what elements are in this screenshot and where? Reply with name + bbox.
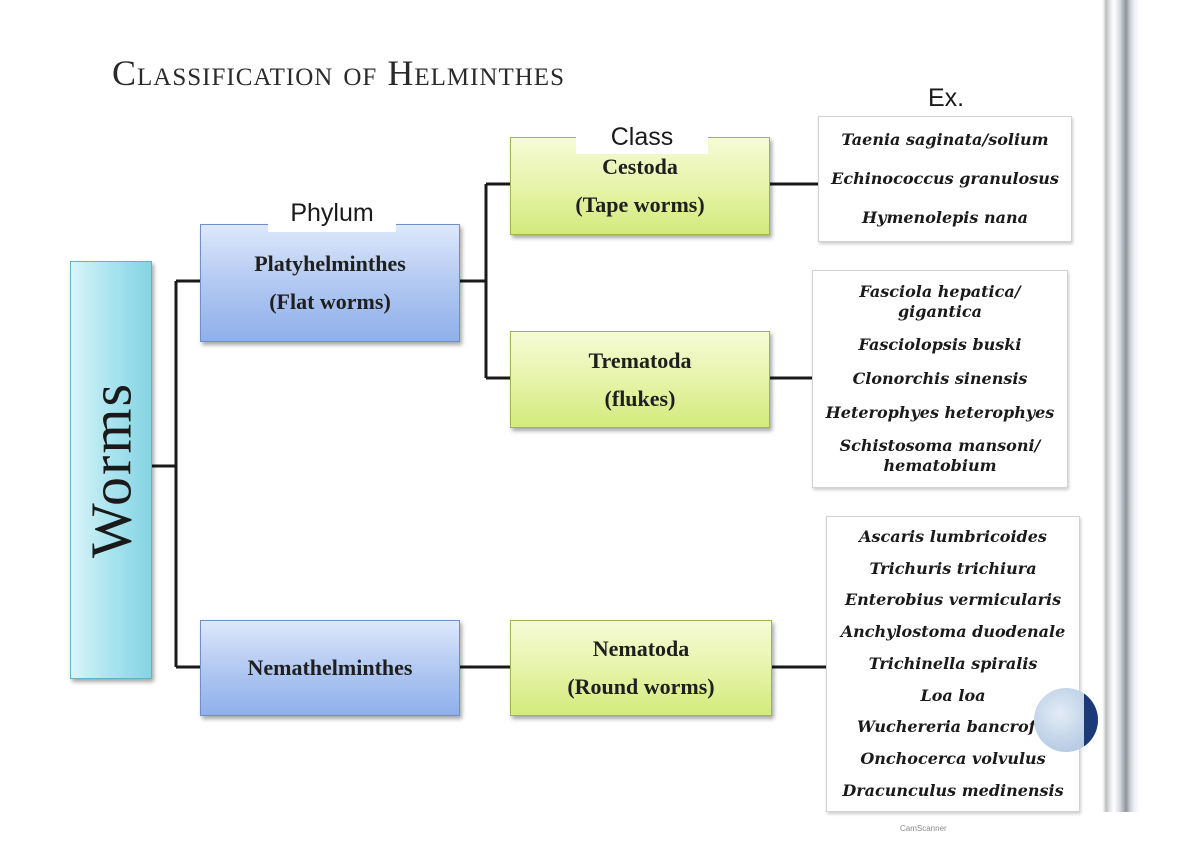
example-item: Trichuris trichiura [869, 558, 1037, 578]
example-item: Ascaris lumbricoides [859, 526, 1047, 546]
nematoda-examples: Ascaris lumbricoides Trichuris trichiura… [826, 516, 1080, 812]
window-edge [1102, 0, 1140, 812]
example-item: Loa loa [920, 685, 986, 705]
platyhelminthes-common: (Flat worms) [269, 289, 391, 314]
nematoda-common: (Round worms) [567, 674, 715, 699]
cestoda-box: Cestoda (Tape worms) [510, 137, 770, 235]
example-item: Heterophyes heterophyes [825, 402, 1055, 422]
scanner-watermark: CamScanner [900, 824, 947, 833]
nemathelminthes-name: Nemathelminthes [247, 655, 413, 680]
cestoda-examples: Taenia saginata/solium Echinococcus gran… [818, 116, 1072, 242]
class-tab: Class [576, 122, 708, 154]
example-item: Schistosoma mansoni/ hematobium [839, 436, 1041, 476]
examples-label: Ex. [928, 84, 965, 112]
platyhelminthes-name: Platyhelminthes [254, 251, 406, 276]
nematoda-name: Nematoda [592, 636, 690, 661]
example-item: Echinococcus granulosus [831, 168, 1059, 188]
cestoda-name: Cestoda [602, 154, 678, 179]
worms-label: Worms [78, 381, 144, 559]
example-item: Wuchereria bancrofti [857, 717, 1049, 737]
worms-box: Worms [70, 261, 152, 679]
example-item: Taenia saginata/solium [841, 130, 1049, 150]
cestoda-common: (Tape worms) [575, 192, 705, 217]
circle-button[interactable] [1034, 688, 1098, 752]
nematoda-box: Nematoda (Round worms) [510, 620, 772, 716]
trematoda-name: Trematoda [588, 347, 692, 373]
example-item: Clonorchis sinensis [852, 368, 1028, 388]
example-item: Fasciolopsis buski [858, 335, 1022, 355]
nemathelminthes-box: Nemathelminthes [200, 620, 460, 716]
phylum-tab: Phylum [268, 198, 396, 232]
example-item: Dracunculus medinensis [842, 781, 1064, 800]
example-item: Anchylostoma duodenale [840, 622, 1066, 642]
phylum-label: Phylum [290, 199, 374, 227]
example-item: Onchocerca volvulus [860, 749, 1046, 769]
platyhelminthes-box: Platyhelminthes (Flat worms) [200, 224, 460, 342]
class-label: Class [610, 123, 674, 151]
page-title: Classification of Helminthes [112, 53, 565, 93]
example-item: Enterobius vermicularis [844, 590, 1062, 610]
trematoda-common: (flukes) [604, 385, 676, 411]
trematoda-examples: Fasciola hepatica/ gigantica Fasciolopsi… [812, 270, 1068, 488]
example-item: Fasciola hepatica/ gigantica [859, 281, 1021, 321]
trematoda-box: Trematoda (flukes) [510, 331, 770, 428]
example-item: Trichinella spiralis [868, 653, 1038, 673]
example-item: Hymenolepis nana [862, 207, 1028, 227]
